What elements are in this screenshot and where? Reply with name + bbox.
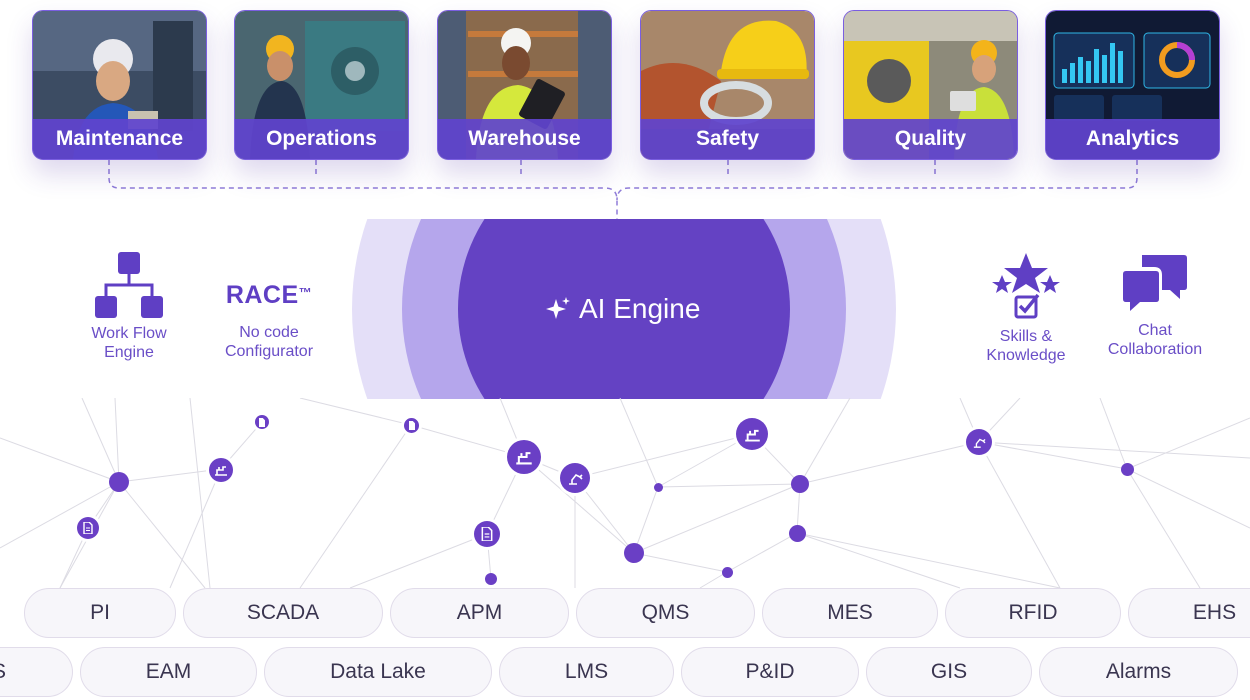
system-pill-partial[interactable]: S [0,647,73,697]
network-document-node [404,418,419,433]
feature-skills-knowledge[interactable]: Skills & Knowledge [976,251,1076,365]
document-icon [481,527,493,541]
document-icon [83,522,93,534]
system-pill-gis[interactable]: GIS [866,647,1032,697]
system-label: QMS [641,601,690,624]
race-line2: Configurator [224,343,314,360]
system-pill-apm[interactable]: APM [390,588,569,638]
machine-icon [215,466,227,476]
card-band: Warehouse [438,119,611,159]
system-pill-ehs[interactable]: EHS [1128,588,1250,638]
card-band: Operations [235,119,408,159]
system-pill-pi[interactable]: PI [24,588,176,638]
skills-icon [992,253,1060,319]
network-document-node [255,415,269,429]
skills-line1: Skills & [999,328,1053,345]
network-node [109,472,129,492]
system-label: S [0,660,6,684]
engine-halo [352,219,896,399]
card-band: Quality [844,119,1017,159]
system-label: Alarms [1105,660,1172,683]
ai-engine-text: AI Engine [579,293,701,324]
ai-engine-label[interactable]: AI Engine [545,290,700,328]
card-label: Operations [266,127,377,150]
trademark-mark: ™ [298,285,313,300]
robot-arm-icon [569,473,583,485]
race-line1: No code [239,324,299,341]
card-analytics[interactable]: Analytics [1045,10,1220,160]
card-maintenance[interactable]: Maintenance [32,10,207,160]
system-pill-pid[interactable]: P&ID [681,647,859,697]
feature-workflow-engine[interactable]: Work Flow Engine [74,252,184,362]
ai-engine-hub [0,219,1250,399]
machine-icon [744,429,760,442]
document-icon [259,417,265,427]
network-machine-node [209,458,233,482]
system-pill-alarms[interactable]: Alarms [1039,647,1238,697]
system-pill-qms[interactable]: QMS [576,588,755,638]
system-label: GIS [930,660,968,683]
card-safety[interactable]: Safety [640,10,815,160]
sparkle-icon [546,297,570,319]
feature-chat-collaboration[interactable]: Chat Collaboration [1100,253,1210,359]
network-node [654,483,663,492]
network-links [0,398,1250,589]
system-label: EAM [145,660,192,683]
machine-icon [516,452,532,465]
chat-line1: Chat [1138,322,1172,339]
network-node [624,543,644,563]
network-robot-node [966,429,992,455]
network-node [485,573,497,585]
network-document-node [77,517,99,539]
feature-race-configurator[interactable]: RACE™ No code Configurator [208,281,330,361]
chat-icon [1123,255,1187,311]
connector-lines [108,160,1138,219]
system-label: MES [827,601,873,624]
network-robot-node [560,463,590,493]
card-band: Maintenance [33,119,206,159]
data-network [0,398,1250,593]
document-icon [408,421,415,430]
network-document-node [474,521,500,547]
network-node [722,567,733,578]
race-title: RACE™ [208,281,330,309]
card-warehouse[interactable]: Warehouse [437,10,612,160]
system-label: RFID [1008,601,1058,624]
card-operations[interactable]: Operations [234,10,409,160]
workflow-line2: Engine [104,344,154,361]
system-pill-data-lake[interactable]: Data Lake [264,647,492,697]
network-node [791,475,809,493]
system-pill-mes[interactable]: MES [762,588,938,638]
network-machine-node [507,440,541,474]
card-label: Warehouse [468,127,581,150]
network-machine-node [736,418,768,450]
system-label: PI [90,601,110,624]
workflow-icon [95,252,163,318]
system-pill-rfid[interactable]: RFID [945,588,1121,638]
network-node [789,525,806,542]
system-label: SCADA [246,601,320,624]
chat-line2: Collaboration [1107,341,1203,358]
system-label: LMS [564,660,609,683]
system-label: P&ID [745,660,795,683]
skills-line2: Knowledge [986,347,1066,364]
robot-arm-icon [973,438,986,448]
network-node [1121,463,1134,476]
card-label: Maintenance [55,127,184,150]
system-label: APM [456,601,503,624]
card-label: Analytics [1085,127,1180,150]
card-label: Safety [695,127,760,150]
system-pill-eam[interactable]: EAM [80,647,257,697]
card-label: Quality [894,127,967,150]
system-pill-lms[interactable]: LMS [499,647,674,697]
system-pill-scada[interactable]: SCADA [183,588,383,638]
race-title-text: RACE [225,281,299,309]
card-band: Safety [641,119,814,159]
workflow-line1: Work Flow [91,325,167,342]
system-label: Data Lake [330,660,426,683]
system-label: EHS [1192,601,1237,624]
card-band: Analytics [1046,119,1219,159]
card-quality[interactable]: Quality [843,10,1018,160]
